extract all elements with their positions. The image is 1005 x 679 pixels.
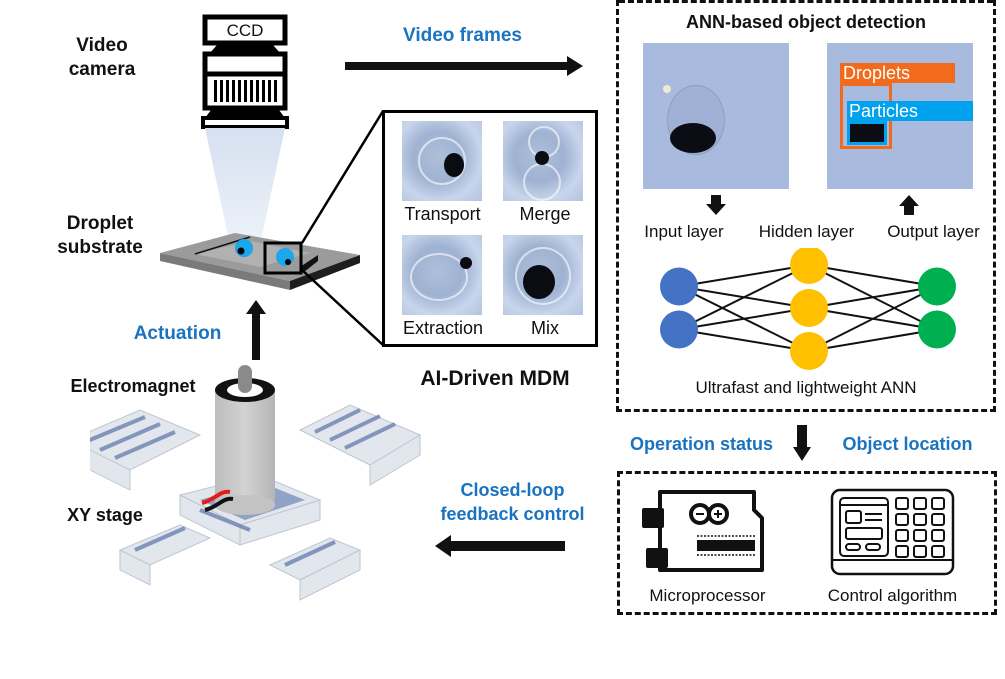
xy-stage-label: XY stage (67, 505, 143, 525)
video-frames-label: Video frames (403, 25, 522, 46)
transport-image (402, 121, 482, 201)
xy-stage-illustration (90, 360, 430, 620)
network-edge (808, 328, 938, 352)
ann-panel-title: ANN-based object detection (685, 12, 927, 32)
video-frames-arrow-icon (345, 56, 583, 76)
network-edge (678, 264, 810, 288)
input-node (660, 310, 698, 349)
mdm-operations-panel: Transport Merge Extraction Mix (382, 110, 598, 347)
output-up-arrow-icon (899, 195, 919, 215)
mix-image (503, 235, 583, 315)
ccd-label: CCD (226, 21, 264, 40)
output-image: Droplets Particles (827, 43, 973, 189)
output-layer-label: Output layer (887, 222, 980, 241)
output-node (918, 267, 956, 306)
electromagnet-label: Electromagnet (70, 376, 196, 396)
operation-label-mix: Mix (531, 318, 559, 338)
network-edge (678, 328, 810, 352)
droplet-2 (276, 248, 294, 266)
actuation-label: Actuation (133, 323, 222, 344)
control-algorithm-label: Control algorithm (827, 586, 958, 605)
hidden-node (790, 248, 828, 284)
network-edge (808, 285, 938, 352)
microprocessor-icon (642, 488, 767, 574)
output-node (918, 310, 956, 349)
network-edge (678, 307, 810, 331)
extraction-image (402, 235, 482, 315)
droplet-substrate-label: Droplet substrate (57, 213, 143, 258)
ann-detection-panel: ANN-based object detection Droplets Part… (616, 0, 996, 412)
network-edge (808, 264, 938, 288)
network-edge (678, 264, 810, 331)
hidden-layer-label: Hidden layer (758, 222, 855, 241)
merge-image (503, 121, 583, 201)
input-down-arrow-icon (706, 195, 726, 215)
zoom-region-box (263, 241, 303, 275)
status-down-arrow-icon (793, 425, 811, 461)
network-edge (808, 285, 938, 309)
droplet-1 (235, 239, 253, 257)
detection-label-droplets: Droplets (840, 63, 955, 83)
operation-label-extraction: Extraction (402, 318, 484, 338)
ai-driven-mdm-label: AI-Driven MDM (420, 367, 570, 390)
hidden-node (790, 332, 828, 370)
input-layer-label: Input layer (644, 222, 724, 241)
detection-label-particles: Particles (847, 101, 973, 121)
input-node (660, 267, 698, 306)
input-image (643, 43, 789, 189)
particle-bounding-box (847, 121, 887, 145)
closed-loop-label: Closed-loop feedback control (440, 480, 585, 524)
operation-label-transport: Transport (404, 204, 481, 224)
feedback-arrow-icon (435, 535, 565, 557)
hidden-node (790, 289, 828, 327)
actuation-arrow-icon (246, 300, 266, 360)
neural-network-diagram (660, 248, 956, 370)
object-location-label: Object location (842, 434, 973, 454)
ann-caption: Ultrafast and lightweight ANN (695, 378, 917, 397)
microprocessor-label: Microprocessor (649, 586, 766, 605)
control-panel: Microprocessor Control algorithm (617, 471, 997, 615)
ccd-camera-icon: CCD (195, 14, 295, 129)
operation-label-merge: Merge (519, 204, 571, 224)
control-algorithm-icon (830, 488, 955, 576)
operation-status-label: Operation status (629, 434, 774, 454)
video-camera-label: Video camera (68, 35, 136, 80)
droplet-substrate (150, 215, 370, 295)
